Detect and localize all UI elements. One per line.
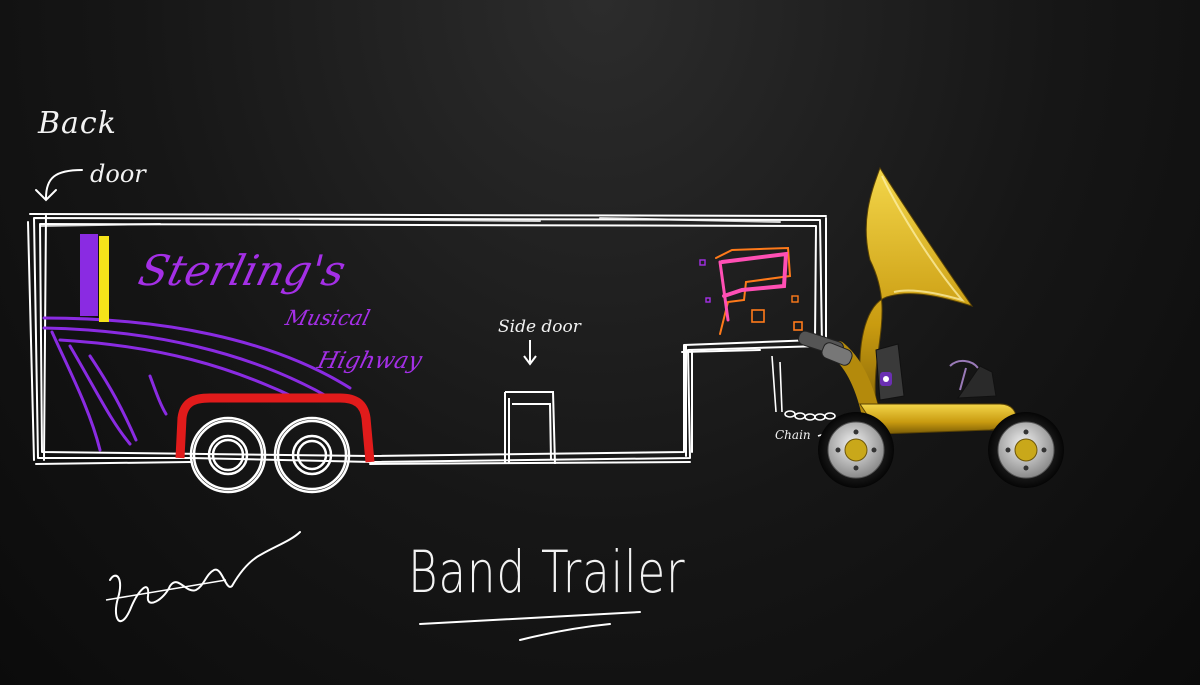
purple-swoosh — [42, 316, 352, 452]
trailer-body-outline — [27, 213, 827, 465]
tuba-buggy — [797, 166, 1064, 488]
trailer-wheel-rear — [273, 416, 351, 494]
door-label: door — [90, 160, 146, 188]
brand-line-3: Highway — [314, 348, 425, 374]
hitch-chain — [771, 355, 836, 437]
trailer-wheels — [189, 416, 351, 494]
side-door-label: Side door — [498, 317, 581, 337]
drawing-title: Band Trailer — [408, 538, 686, 606]
side-door — [504, 340, 556, 465]
signature — [109, 531, 301, 623]
wheel-fender — [175, 393, 375, 463]
brand-line-1: Sterling's — [133, 246, 351, 295]
title-underline — [419, 611, 641, 641]
back-door-arrow-icon — [35, 169, 83, 202]
back-label: Back — [38, 106, 117, 141]
signature-underline — [105, 579, 227, 601]
brand-line-2: Musical — [283, 306, 373, 330]
buggy-wheel-rear — [988, 412, 1064, 488]
front-logo — [699, 246, 803, 335]
trailer-wheel-front — [189, 416, 267, 494]
chain-label: Chain — [775, 428, 811, 442]
buggy-wheel-front — [818, 412, 894, 488]
back-stripes — [80, 234, 109, 322]
